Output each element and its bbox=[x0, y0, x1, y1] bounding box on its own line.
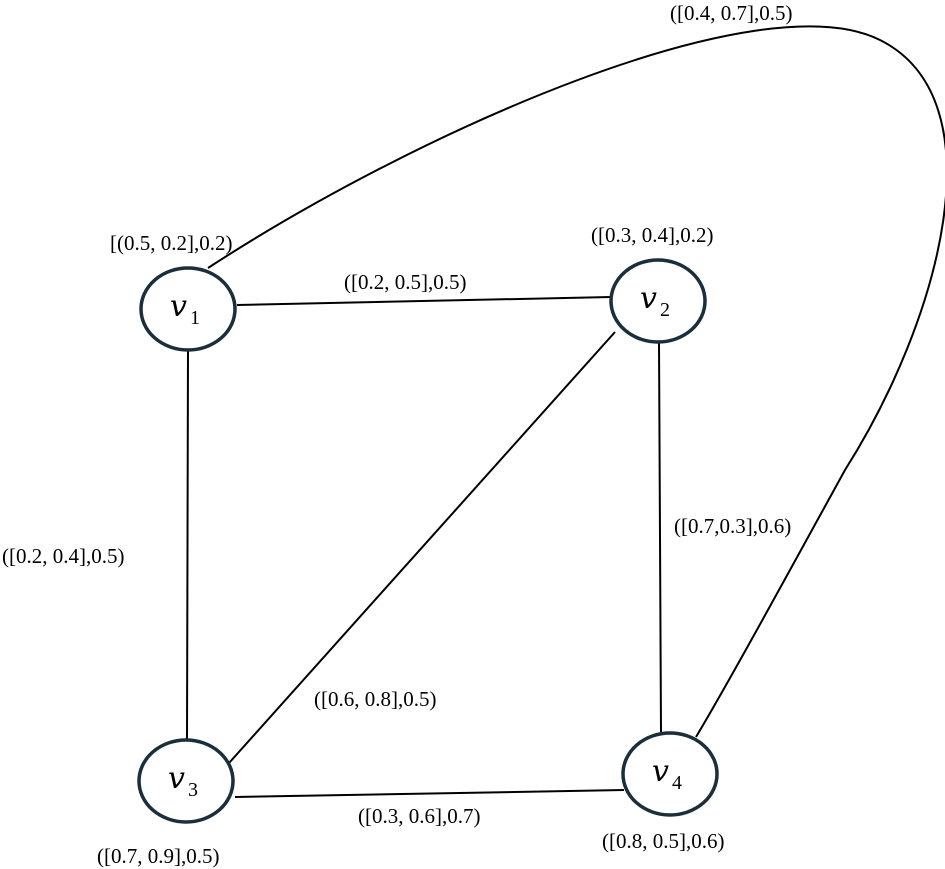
edge-v1-v4-label: ([0.4, 0.7],0.5) bbox=[670, 1, 792, 25]
node-v4-name: v bbox=[652, 754, 669, 789]
node-v4-label: ([0.8, 0.5],0.6) bbox=[602, 829, 724, 853]
node-v3-label: ([0.7, 0.9],0.5) bbox=[97, 844, 219, 868]
node-v4-subscript: 4 bbox=[672, 772, 682, 794]
edge-v1-v3 bbox=[186, 348, 189, 741]
node-v3: v 3 bbox=[137, 738, 235, 824]
node-v2-circle bbox=[609, 258, 707, 344]
node-v3-circle bbox=[137, 738, 235, 824]
edge-v1-v2 bbox=[236, 296, 612, 306]
edge-v2-v4-label: ([0.7,0.3],0.6) bbox=[674, 514, 791, 538]
edge-v1-v3-label: ([0.2, 0.4],0.5) bbox=[2, 544, 124, 568]
node-v1-circle bbox=[139, 266, 237, 352]
edge-v2-v4 bbox=[658, 341, 662, 733]
edge-v3-v4 bbox=[234, 789, 625, 798]
node-v1-name: v bbox=[170, 289, 187, 324]
node-v1-subscript: 1 bbox=[190, 307, 200, 329]
node-v1-label: [(0.5, 0.2],0.2) bbox=[110, 231, 232, 255]
edges bbox=[186, 25, 945, 798]
edge-v2-v3-label: ([0.6, 0.8],0.5) bbox=[314, 687, 436, 711]
node-v2-name: v bbox=[640, 281, 657, 316]
node-v3-subscript: 3 bbox=[188, 779, 198, 801]
node-v1: v 1 bbox=[139, 266, 237, 352]
edge-v2-v3 bbox=[228, 331, 616, 764]
edge-v3-v4-label: ([0.3, 0.6],0.7) bbox=[358, 804, 480, 828]
node-v2-subscript: 2 bbox=[660, 299, 670, 321]
node-v2: v 2 bbox=[609, 258, 707, 344]
node-v4: v 4 bbox=[621, 731, 719, 817]
node-v3-name: v bbox=[168, 761, 185, 796]
edge-v1-v2-label: ([0.2, 0.5],0.5) bbox=[344, 270, 466, 294]
edge-v1-v4 bbox=[207, 25, 945, 738]
node-v4-circle bbox=[621, 731, 719, 817]
node-v2-label: ([0.3, 0.4],0.2) bbox=[591, 223, 713, 247]
